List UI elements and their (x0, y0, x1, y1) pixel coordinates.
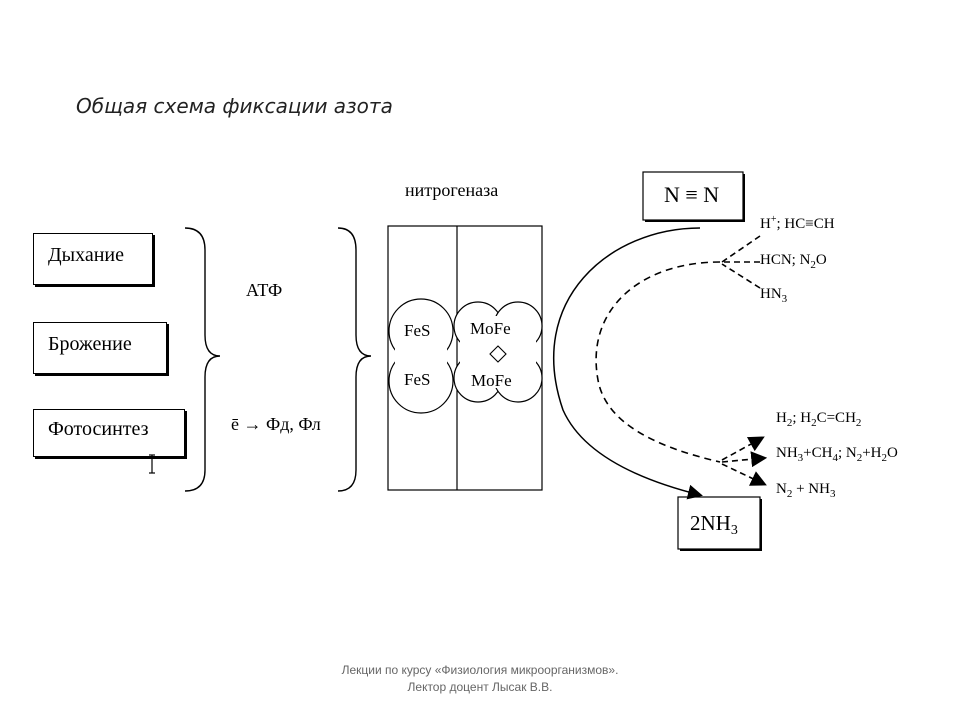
fes-bottom-label: FeS (404, 370, 430, 389)
ammonia-box (677, 496, 761, 550)
alt-substrate-1: H+; HC≡CH (760, 214, 835, 232)
brace-right (337, 227, 372, 492)
product-arrow-1 (721, 436, 765, 461)
alt-substrate-2: HCN; N2O (760, 252, 827, 271)
source-box-respiration: Дыхание (33, 233, 153, 285)
product-arrow-2 (721, 451, 768, 468)
text-cursor-icon (149, 454, 155, 474)
mofe-center-diamond-icon (489, 345, 507, 363)
product-arrow-3 (721, 463, 767, 486)
source-box-fermentation: Брожение (33, 322, 167, 374)
slide-title: Общая схема фиксации азота (76, 94, 393, 118)
atp-label: АТФ (246, 280, 283, 300)
source-label: Фотосинтез (48, 418, 149, 440)
alt-line-3 (721, 263, 761, 289)
slide-footer: Лекции по курсу «Физиология микроорганиз… (341, 663, 619, 694)
ammonia-text: 2NH (690, 511, 731, 535)
alt-substrate-arc (595, 261, 721, 463)
main-reaction-arc (552, 227, 703, 500)
electron-flow-label: ē → Фд, Фл (231, 414, 321, 434)
brace-left (184, 227, 221, 492)
product-1: H2; H2C=CH2 (776, 410, 862, 429)
alt-line-1 (721, 235, 761, 263)
product-2: NH3+CH4; N2+H2O (776, 445, 898, 464)
source-box-photosynthesis: Фотосинтез (33, 409, 185, 457)
ammonia-label: 2NH3 (690, 511, 738, 538)
fes-top-label: FeS (404, 321, 430, 340)
source-label: Дыхание (48, 244, 124, 266)
source-label: Брожение (48, 333, 132, 355)
mofe-top-label: MoFe (470, 319, 511, 338)
alt-substrate-3: HN3 (760, 286, 788, 305)
mofe-bottom-label: MoFe (471, 371, 512, 390)
nitrogenase-label: нитрогеназа (405, 180, 499, 200)
product-3: N2 + NH3 (776, 481, 836, 500)
dinitrogen-box (642, 171, 744, 221)
dinitrogen-label: N ≡ N (664, 182, 719, 207)
